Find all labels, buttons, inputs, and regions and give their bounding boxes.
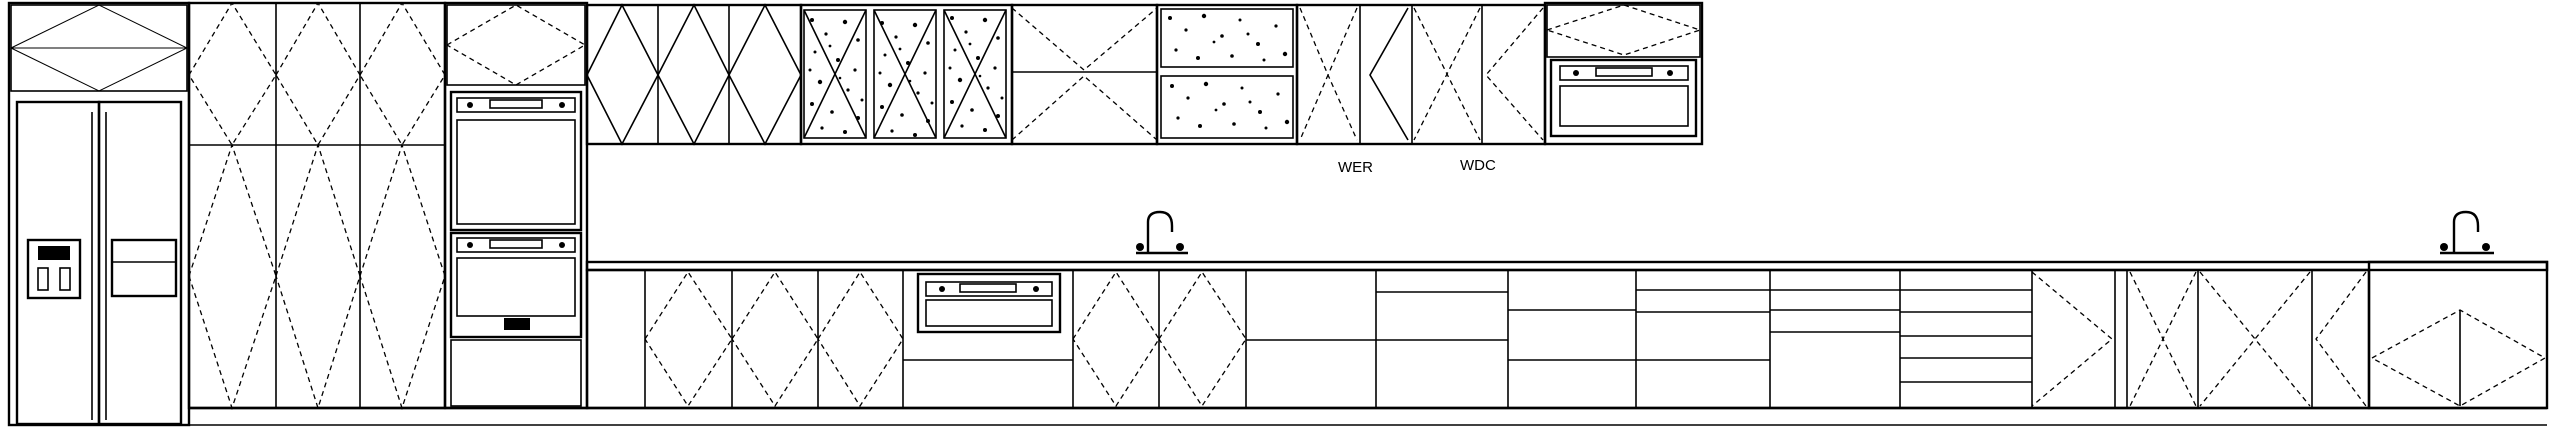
upper-glass-panels [1155, 3, 1299, 146]
oven-tower [443, 1, 589, 410]
wall-oven-lower [449, 231, 583, 339]
upper-glass-doors [799, 3, 1014, 146]
microwave [1549, 58, 1698, 138]
tall-pantry [187, 1, 447, 411]
wine-cooler-label-wdc: WDC [1460, 157, 1496, 174]
under-counter-oven [916, 272, 1062, 334]
wall-oven-upper [449, 90, 583, 232]
upper-cabinets: WER WDC [585, 1, 1704, 176]
refrigerator [15, 100, 183, 426]
microwave-cabinet [1543, 1, 1704, 146]
faucet-left-icon [1136, 210, 1188, 255]
base-cabinets [585, 268, 2547, 410]
ice-dispenser-icon [26, 238, 82, 300]
upper-chevron-doors [1010, 3, 1159, 146]
faucet-right-icon [2440, 210, 2494, 255]
upper-solid-doors [585, 3, 803, 146]
fridge-bay [7, 1, 191, 427]
wine-cooler-label-wer: WER [1338, 159, 1373, 176]
fridge-top-cabinet [10, 4, 189, 92]
countertop [585, 260, 2549, 410]
upper-dashed-x-doors [1295, 3, 1547, 146]
